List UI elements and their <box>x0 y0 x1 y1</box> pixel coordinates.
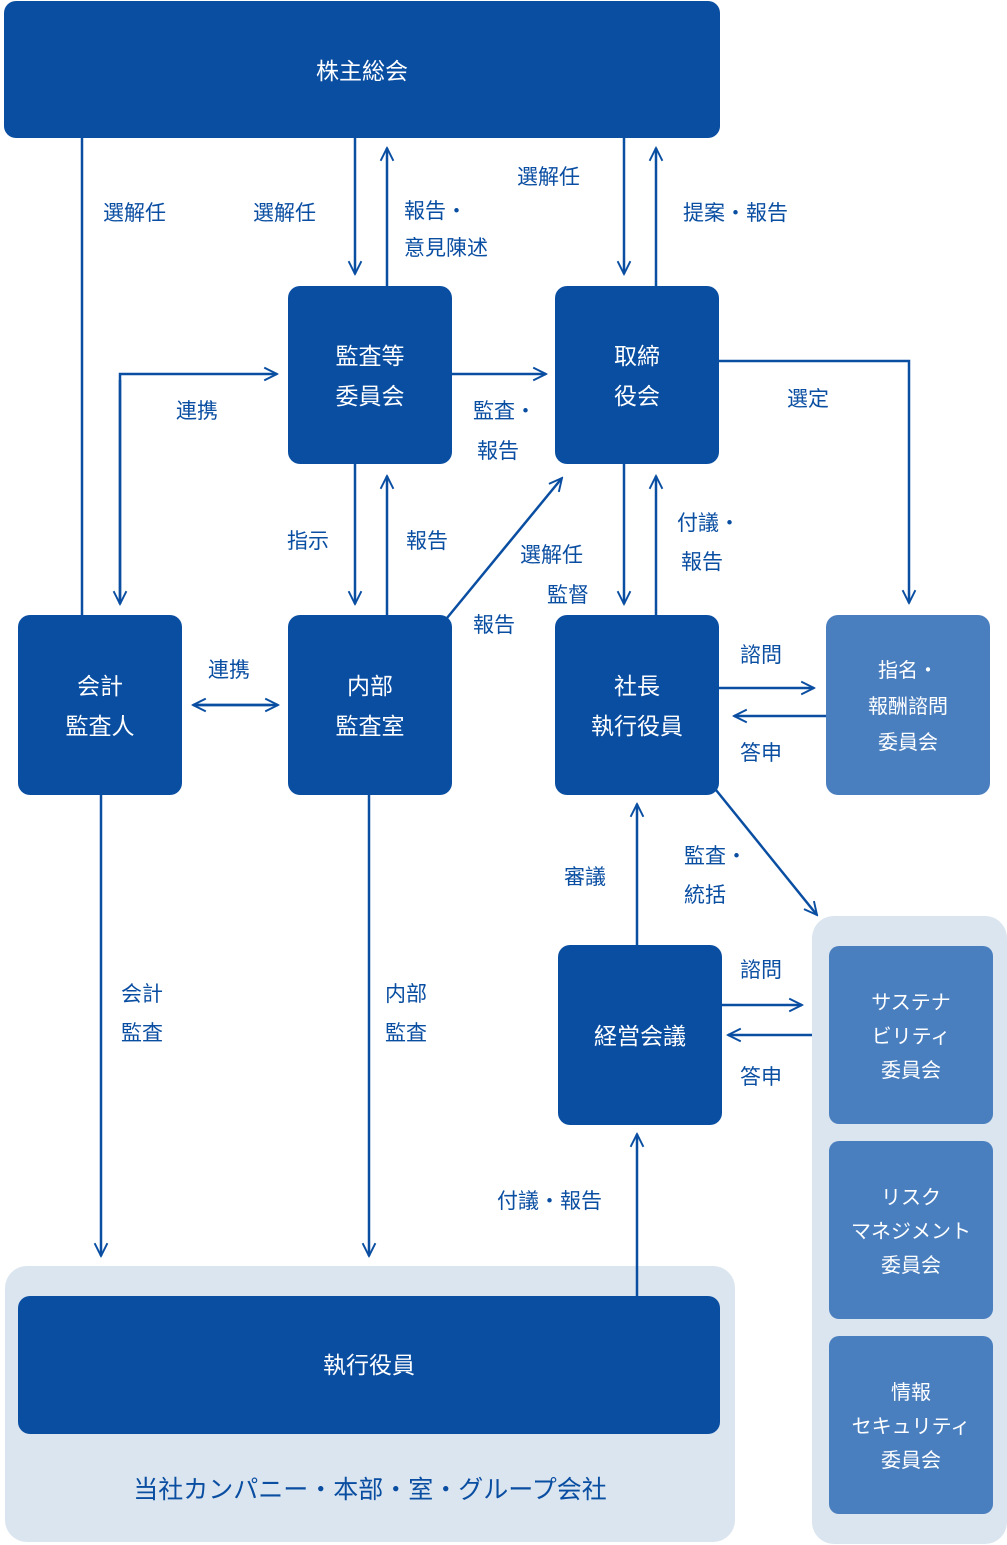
president-line-1: 社長 <box>614 674 660 700</box>
label-deliberate: 審議 <box>564 865 606 889</box>
internal-audit-line-1: 内部 <box>347 674 393 700</box>
sustainability-line-2: ビリティ <box>872 1024 951 1048</box>
companies-label: 当社カンパニー・本部・室・グループ会社 <box>133 1475 607 1504</box>
arrow-audit-control <box>715 789 817 915</box>
accounting-auditor-line-2: 監査人 <box>66 714 135 740</box>
board-box: 取締 役会 <box>555 286 719 464</box>
label-accounting-audit-1: 会計 <box>121 982 163 1006</box>
label-report-opinion-2: 意見陳述 <box>404 236 488 260</box>
audit-committee-box: 監査等 委員会 <box>288 286 452 464</box>
risk-line-1: リスク <box>881 1185 941 1209</box>
accounting-auditor-line-1: 会計 <box>77 674 123 700</box>
infosec-line-1: 情報 <box>891 1380 931 1404</box>
arrow-report-to-board <box>446 478 562 619</box>
internal-audit-box: 内部 監査室 <box>288 615 452 795</box>
connectors <box>80 137 909 1296</box>
infosec-line-2: セキュリティ <box>852 1414 971 1438</box>
label-consult-bottom: 諮問 <box>740 958 782 982</box>
label-answer-top: 答申 <box>740 741 782 765</box>
label-agenda-report-meeting: 付議・報告 <box>497 1189 602 1213</box>
risk-line-2: マネジメント <box>851 1219 971 1243</box>
president-box: 社長 執行役員 <box>555 615 719 795</box>
label-elect-board: 選解任 <box>517 165 580 189</box>
management-meeting-box: 経営会議 <box>558 945 722 1125</box>
infosec-line-3: 委員会 <box>881 1448 941 1472</box>
accounting-auditor-box: 会計 監査人 <box>18 615 182 795</box>
relation-labels: 選解任 選解任 報告・ 意見陳述 選解任 提案・報告 連携 監査・ 報告 選定 … <box>103 165 829 1213</box>
management-meeting-label: 経営会議 <box>594 1024 686 1050</box>
risk-line-3: 委員会 <box>881 1253 941 1277</box>
shareholders-box: 株主総会 <box>4 1 720 138</box>
label-instruct: 指示 <box>287 529 329 553</box>
board-line-2: 役会 <box>614 384 660 410</box>
label-report-to-board: 報告 <box>473 613 515 637</box>
label-cooperate-mid: 連携 <box>208 658 250 682</box>
nomination-committee-line-1: 指名・ <box>878 658 938 682</box>
nomination-committee-line-3: 委員会 <box>878 730 938 754</box>
arrow-select <box>719 359 909 603</box>
infosec-committee-box: 情報 セキュリティ 委員会 <box>829 1336 993 1514</box>
nomination-committee-box: 指名・ 報酬諮問 委員会 <box>826 615 990 795</box>
shareholders-label: 株主総会 <box>316 59 408 85</box>
label-report-internal: 報告 <box>406 529 448 553</box>
label-elect-supervise-1: 選解任 <box>520 543 583 567</box>
sustainability-committee-box: サステナ ビリティ 委員会 <box>829 946 993 1124</box>
nomination-committee-line-2: 報酬諮問 <box>868 694 948 718</box>
audit-committee-line-2: 委員会 <box>336 384 405 410</box>
label-accounting-audit-2: 監査 <box>121 1021 163 1045</box>
label-elect-auditor: 選解任 <box>103 201 166 225</box>
audit-committee-line-1: 監査等 <box>336 344 405 370</box>
label-audit-report-1: 監査・ <box>473 399 536 423</box>
label-answer-bottom: 答申 <box>740 1065 782 1089</box>
executive-officers-label: 執行役員 <box>323 1353 415 1379</box>
president-line-2: 執行役員 <box>591 714 683 740</box>
sustainability-line-3: 委員会 <box>881 1058 941 1082</box>
label-report-opinion-1: 報告・ <box>404 199 467 223</box>
label-internal-audit-2: 監査 <box>385 1021 427 1045</box>
label-audit-control-2: 統括 <box>684 883 726 907</box>
label-internal-audit-1: 内部 <box>385 982 427 1006</box>
internal-audit-line-2: 監査室 <box>336 714 405 740</box>
board-line-1: 取締 <box>614 344 660 370</box>
label-propose-report: 提案・報告 <box>683 201 788 225</box>
label-agenda-report-board-2: 報告 <box>681 550 723 574</box>
label-elect-audit-committee: 選解任 <box>253 201 316 225</box>
label-cooperate-left: 連携 <box>176 399 218 423</box>
label-consult-top: 諮問 <box>740 643 782 667</box>
label-elect-supervise-2: 監督 <box>547 583 589 607</box>
risk-committee-box: リスク マネジメント 委員会 <box>829 1141 993 1319</box>
label-audit-report-2: 報告 <box>477 439 519 463</box>
label-select: 選定 <box>787 387 829 411</box>
sustainability-line-1: サステナ <box>871 990 951 1014</box>
label-audit-control-1: 監査・ <box>684 844 747 868</box>
label-agenda-report-board-1: 付議・ <box>677 511 740 535</box>
executive-officers-box: 執行役員 <box>18 1296 720 1434</box>
